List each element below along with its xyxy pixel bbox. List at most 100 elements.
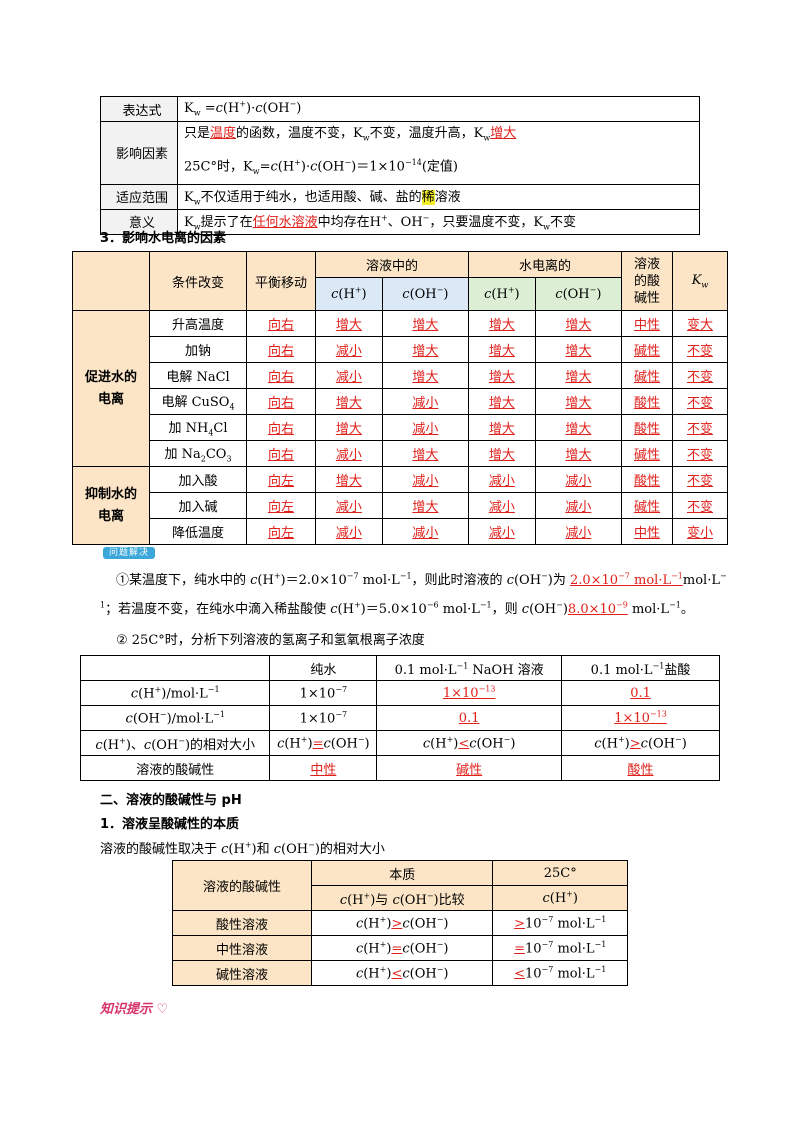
condition-cell: 加 Na2CO3: [149, 440, 247, 467]
row-label: 影响因素: [100, 121, 178, 185]
table-cell: c(H+)、c(OH−)的相对大小: [79, 730, 271, 756]
value-cell: 增大: [467, 336, 536, 363]
header-ch-water: c(H+): [467, 277, 536, 311]
table-row: 加钠向右减小增大增大增大碱性不变: [73, 336, 728, 363]
value-cell: 减小: [315, 336, 383, 363]
table-cell: 碱性: [376, 755, 563, 781]
header-cell: [79, 655, 271, 681]
value-cell: 增大: [467, 362, 536, 389]
value-cell: 碱性: [621, 336, 673, 363]
header-compare: c(H+)与 c(OH−)比较: [310, 885, 494, 911]
value-cell: 增大: [381, 362, 469, 389]
value-cell: 减小: [315, 440, 383, 467]
row-content: Kw不仅适用于纯水，也适用酸、碱、盐的稀溶液: [177, 183, 700, 210]
value-cell: 增大: [534, 388, 623, 415]
value-cell: 减小: [534, 492, 623, 519]
value-cell: 增大: [315, 466, 383, 493]
value-cell: 向右: [246, 310, 316, 337]
value-cell: 减小: [315, 362, 383, 389]
value-cell: 增大: [467, 310, 536, 337]
table-row: 抑制水的电离加入酸向左增大减小减小减小酸性不变: [72, 466, 728, 545]
value-cell: 不变: [672, 440, 728, 467]
value-cell: 酸性: [621, 414, 673, 441]
value-cell: 中性: [621, 310, 673, 337]
value-cell: 不变: [672, 414, 728, 441]
value-cell: 不变: [672, 362, 728, 389]
value-cell: 变小: [672, 518, 728, 545]
header-ch: c(H+): [492, 885, 628, 911]
value-cell: 增大: [534, 336, 623, 363]
question-1-line1: ①某温度下，纯水中的 c(H+)＝2.0×10−7 mol·L−1，则此时溶液的…: [116, 571, 727, 588]
value-cell: 碱性: [621, 440, 673, 467]
value-cell: 增大: [467, 388, 536, 415]
condition-cell: 电解 NaCl: [149, 362, 247, 389]
value-cell: 减小: [315, 492, 383, 519]
row-label: 适应范围: [100, 183, 178, 210]
table-cell: 碱性溶液: [172, 960, 312, 986]
value-cell: 向左: [246, 466, 316, 493]
value-cell: 增大: [381, 310, 469, 337]
value-cell: 不变: [672, 388, 728, 415]
value-cell: 变大: [672, 310, 728, 337]
table-cell: 0.1: [376, 705, 563, 731]
value-cell: 酸性: [621, 388, 673, 415]
value-cell: 增大: [315, 310, 383, 337]
header-25: 25C°: [492, 860, 628, 886]
value-cell: 增大: [534, 310, 623, 337]
value-cell: 增大: [381, 336, 469, 363]
table-cell: =10−7 mol·L−1: [492, 935, 628, 961]
header-kw: Kw: [672, 251, 728, 311]
value-cell: 减小: [534, 466, 623, 493]
table-cell: 溶液的酸碱性: [79, 755, 271, 781]
corner-cell: [72, 251, 150, 311]
condition-cell: 加钠: [149, 336, 247, 363]
value-cell: 增大: [315, 388, 383, 415]
table-row: 加入碱向左减小增大减小减小碱性不变: [73, 492, 728, 519]
header-ch: c(H+): [315, 277, 383, 311]
table-cell: c(H+)>c(OH−): [561, 730, 720, 756]
section-2-text: 溶液的酸碱性取决于 c(H+)和 c(OH−)的相对大小: [100, 840, 385, 857]
value-cell: 减小: [381, 466, 469, 493]
question-1-line2: 1；若温度不变，在纯水中滴入稀盐酸使 c(H+)＝5.0×10−6 mol·L−…: [100, 600, 694, 617]
ionization-factors-table: 条件改变 平衡移动 溶液中的 水电离的 溶液的酸碱性 Kw c(H+) c(OH…: [72, 251, 728, 545]
section-3-title: 3．影响水电离的因素: [100, 231, 227, 246]
value-cell: 酸性: [621, 466, 673, 493]
table-cell: c(H+)=c(OH−): [269, 730, 378, 756]
header-shift: 平衡移动: [246, 251, 316, 311]
value-cell: 增大: [315, 414, 383, 441]
value-cell: 减小: [467, 518, 536, 545]
header-coh-water: c(OH−): [534, 277, 623, 311]
value-cell: 向右: [246, 440, 316, 467]
value-cell: 不变: [672, 492, 728, 519]
table-cell: c(H+)=c(OH−): [310, 935, 494, 961]
value-cell: 减小: [315, 518, 383, 545]
value-cell: 增大: [381, 440, 469, 467]
table-cell: c(OH−)/mol·L−1: [79, 705, 271, 731]
header-acidity: 溶液的酸碱性: [621, 251, 673, 311]
question-2: ② 25C°时，分析下列溶液的氢离子和氢氧根离子浓度: [116, 633, 425, 648]
value-cell: 不变: [672, 336, 728, 363]
value-cell: 向右: [246, 414, 316, 441]
table-cell: >10−7 mol·L−1: [492, 910, 628, 936]
row-label: 表达式: [100, 96, 178, 122]
table-cell: 1×10−13: [561, 705, 720, 731]
row-label: 意义: [100, 208, 178, 235]
value-cell: 碱性: [621, 492, 673, 519]
table-cell: <10−7 mol·L−1: [492, 960, 628, 986]
table-cell: 1×10−13: [376, 680, 563, 706]
acidity-essence-table: 溶液的酸碱性 本质 25C° c(H+)与 c(OH−)比较 c(H+) 酸性溶…: [172, 860, 628, 986]
table-row: 促进水的电离升高温度向右增大增大增大增大中性变大: [72, 310, 728, 467]
value-cell: 减小: [534, 518, 623, 545]
condition-cell: 加 NH4Cl: [149, 414, 247, 441]
hint-stamp: 知识提示 ♡: [100, 1002, 169, 1017]
